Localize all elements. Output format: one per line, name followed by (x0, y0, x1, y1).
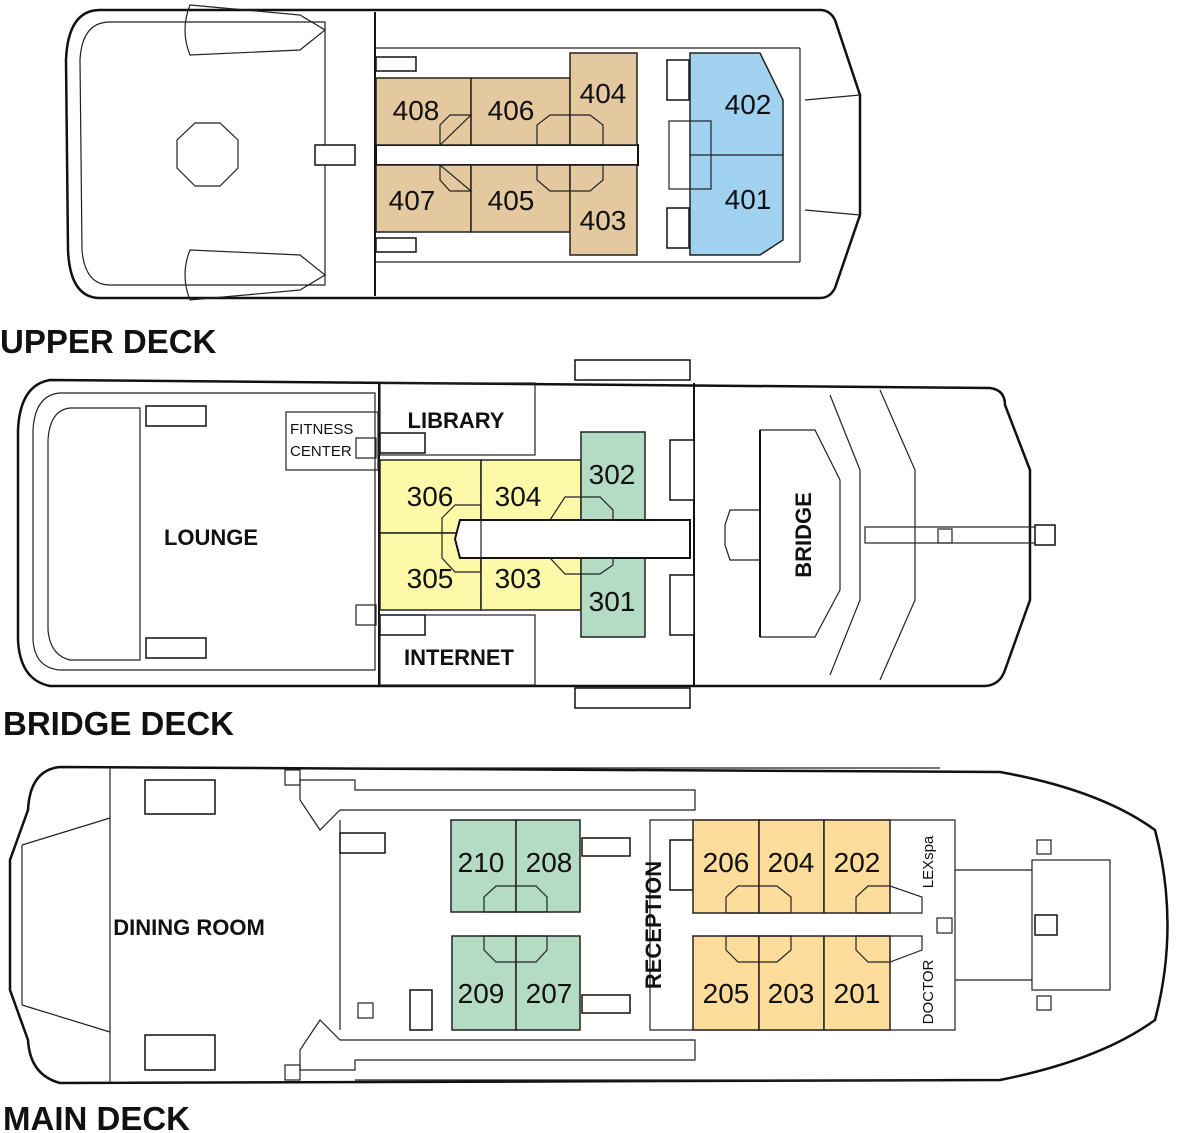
stairs-icon (669, 574, 695, 636)
cabin-209[interactable] (451, 935, 517, 1031)
stairs-icon (144, 1034, 216, 1071)
cabin-number: 403 (580, 205, 627, 236)
stairs-icon (144, 779, 216, 815)
elevator-icon (284, 1064, 301, 1081)
library-label: LIBRARY (408, 408, 505, 433)
deck-title-main: MAIN DECK (3, 1100, 190, 1133)
stairs-icon (409, 989, 433, 1031)
cabin-number: 206 (703, 847, 750, 878)
elevator-icon (355, 437, 377, 459)
cabin-302[interactable] (580, 431, 646, 521)
cabin-203[interactable] (758, 935, 825, 1031)
cabin-407[interactable] (375, 164, 472, 233)
deck-title-bridge: BRIDGE DECK (3, 705, 234, 742)
elevator-icon (1036, 995, 1052, 1011)
cabin-number: 402 (725, 89, 772, 120)
bridge-deck: 306 304 305 303 302 301 LIBRARY INTERNET… (3, 359, 1056, 742)
cabin-number: 304 (495, 481, 542, 512)
lexspa-label: LEXspa (920, 835, 937, 888)
stairs-icon (379, 614, 426, 636)
bridge-label: BRIDGE (791, 492, 816, 578)
cabin-number: 209 (458, 978, 505, 1009)
cabin-number: 301 (589, 586, 636, 617)
elevator-icon (357, 1002, 374, 1019)
cabin-number: 208 (526, 847, 573, 878)
stairs-icon (145, 637, 207, 659)
dining-room-label: DINING ROOM (113, 915, 265, 940)
stairs-icon (145, 405, 207, 427)
stairs-icon (375, 56, 417, 72)
cabin-number: 210 (458, 847, 505, 878)
stairs-icon (339, 832, 386, 854)
stairs-icon (574, 359, 691, 381)
stairs-icon (669, 439, 695, 501)
cabin-207[interactable] (515, 935, 581, 1031)
upper-deck: 408 406 404 407 405 403 402 401 UPPER DE… (0, 4, 862, 360)
cabin-number: 201 (834, 978, 881, 1009)
stairs-icon (375, 237, 417, 253)
cabin-number: 303 (495, 563, 542, 594)
stairs-icon (669, 839, 694, 891)
stairs-icon (1034, 914, 1058, 936)
cabin-208[interactable] (515, 819, 581, 913)
main-deck: 210 208 209 207 206 204 202 205 203 201 … (3, 765, 1169, 1133)
cabin-205[interactable] (692, 935, 760, 1031)
cabin-number: 405 (488, 185, 535, 216)
cabin-number: 401 (725, 184, 772, 215)
lifeboat (184, 4, 327, 56)
stairs-icon (314, 144, 356, 166)
lounge-label: LOUNGE (164, 525, 258, 550)
elevator-icon (355, 604, 377, 626)
cabin-number: 406 (488, 95, 535, 126)
cabin-number: 302 (589, 459, 636, 490)
cabin-405[interactable] (470, 164, 571, 233)
cabin-number: 203 (768, 978, 815, 1009)
elevator-icon (284, 769, 301, 786)
stairs-icon (666, 59, 690, 101)
cabin-number: 404 (580, 78, 627, 109)
stairs-icon (666, 207, 690, 249)
deck-title-upper: UPPER DECK (0, 323, 217, 360)
cabin-number: 202 (834, 847, 881, 878)
cabin-number: 305 (407, 563, 454, 594)
elevator-icon (1036, 839, 1052, 855)
cabin-number: 205 (703, 978, 750, 1009)
cabin-number: 408 (393, 95, 440, 126)
cabin-408[interactable] (375, 77, 472, 146)
stairs-icon (1034, 524, 1056, 546)
stairs-icon (581, 994, 631, 1014)
fitness-center-label: FITNESS (290, 421, 353, 438)
lifeboat (184, 249, 327, 301)
cabin-number: 407 (389, 185, 436, 216)
reception-label: RECEPTION (641, 861, 666, 989)
stairs-icon (379, 432, 426, 454)
hot-tub-icon (176, 122, 239, 187)
cabin-number: 204 (768, 847, 815, 878)
fitness-center-label: CENTER (290, 443, 352, 460)
elevator-icon (936, 917, 953, 934)
cabin-number: 207 (526, 978, 573, 1009)
stairs-icon (581, 837, 631, 857)
internet-label: INTERNET (404, 645, 515, 670)
elevator-icon (937, 528, 953, 544)
doctor-label: DOCTOR (920, 959, 937, 1024)
cabin-number: 306 (407, 481, 454, 512)
stairs-icon (574, 687, 691, 709)
cabin-402-401[interactable] (689, 52, 784, 256)
